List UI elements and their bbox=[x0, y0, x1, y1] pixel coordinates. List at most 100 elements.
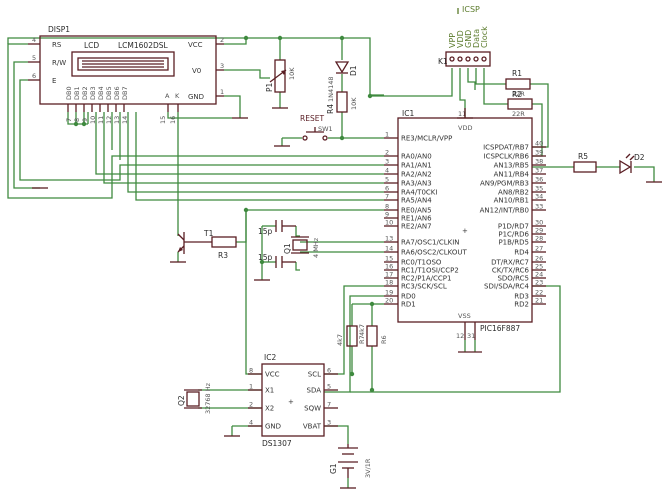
pin-number: 30 bbox=[535, 219, 543, 227]
pin-number: 3 bbox=[327, 419, 331, 427]
r2-value: 22R bbox=[512, 110, 525, 118]
svg-text:DB2: DB2 bbox=[81, 86, 89, 100]
r1-label: R1 bbox=[512, 69, 522, 78]
p1-value: 10K bbox=[288, 67, 296, 80]
svg-text:7: 7 bbox=[65, 118, 73, 122]
svg-text:DB5: DB5 bbox=[105, 86, 113, 100]
diode-d1: D1 1N4148 bbox=[327, 61, 358, 102]
pin-number: 28 bbox=[535, 235, 543, 243]
display-lcd1602: DISP1 LCD LCM1602DSL RS R/W E 4 5 6 VCC … bbox=[28, 25, 224, 124]
q2-label: Q2 bbox=[177, 395, 186, 406]
capacitor-c2: 15p bbox=[258, 253, 296, 268]
pin-name: RD3 bbox=[514, 293, 529, 301]
disp1-pin-num-1: 1 bbox=[220, 88, 224, 96]
pin-name: ICSPCLK/RB6 bbox=[484, 153, 530, 161]
pin-number: 34 bbox=[535, 193, 543, 201]
pin-number: 35 bbox=[535, 185, 543, 193]
pin-name: RA3/AN3 bbox=[401, 180, 432, 188]
pin-name: AN13/RB5 bbox=[494, 162, 529, 170]
ic1-origin-mark: + bbox=[462, 227, 468, 235]
disp1-pin-num-4: 4 bbox=[32, 36, 36, 44]
pin-number: 22 bbox=[535, 289, 543, 297]
pin-number: 24 bbox=[535, 271, 543, 279]
r3-label: R3 bbox=[218, 251, 228, 260]
pin-number: 25 bbox=[535, 263, 543, 271]
pin-name: RC3/SCK/SCL bbox=[401, 283, 447, 291]
pin-name: SDI/SDA/RC4 bbox=[484, 283, 530, 291]
pin-name: CK/TX/RC6 bbox=[492, 267, 530, 275]
pin-name: P1C/RD6 bbox=[498, 231, 529, 239]
pin-name: SDA bbox=[307, 387, 322, 395]
svg-text:A: A bbox=[165, 92, 170, 100]
resistor-r5: R5 bbox=[573, 152, 597, 173]
pin-name: X2 bbox=[265, 405, 274, 413]
k1-label: K1 bbox=[438, 57, 448, 66]
pin-name: RD4 bbox=[514, 249, 529, 257]
pin-number: 19 bbox=[385, 289, 393, 297]
svg-text:16: 16 bbox=[169, 116, 177, 124]
resistor-r2: R2 22R bbox=[507, 90, 533, 118]
r1-value: 22R bbox=[512, 90, 525, 98]
pin-name: SQW bbox=[304, 405, 321, 413]
svg-text:DB4: DB4 bbox=[97, 86, 105, 100]
wires bbox=[7, 37, 655, 488]
disp1-bottom-pin-numbers: 7 8 9 10 11 12 13 14 15 16 bbox=[65, 116, 177, 124]
disp1-pin-vcc: VCC bbox=[188, 41, 203, 49]
d2-label: D2 bbox=[634, 153, 645, 162]
potentiometer-p1: P1 10K bbox=[265, 59, 296, 93]
pin-number: 4 bbox=[385, 167, 389, 175]
pin-number: 20 bbox=[385, 297, 393, 305]
pin-name: RE2/AN7 bbox=[401, 223, 432, 231]
disp1-pin-num-5: 5 bbox=[32, 54, 36, 62]
pin-number: 15 bbox=[385, 255, 393, 263]
resistor-r3: R3 bbox=[184, 236, 237, 260]
disp1-pin-num-2: 2 bbox=[220, 36, 224, 44]
disp1-part: LCM1602DSL bbox=[118, 41, 169, 50]
pin-number: 9 bbox=[385, 211, 389, 219]
r5-label: R5 bbox=[578, 152, 588, 161]
ic1-vdd-pin: 11 bbox=[458, 110, 466, 118]
pin-number: 2 bbox=[385, 149, 389, 157]
battery-g1: G1 3V/1R bbox=[329, 444, 372, 478]
pin-name: AN8/RB2 bbox=[498, 189, 529, 197]
lcd-segment-lines bbox=[82, 60, 164, 68]
ic1-vss-pin-a: 12 bbox=[456, 332, 464, 340]
ic2-ref: IC2 bbox=[264, 353, 276, 362]
pin-number: 3 bbox=[385, 158, 389, 166]
pin-number: 8 bbox=[249, 367, 253, 375]
svg-text:9: 9 bbox=[81, 118, 89, 122]
q1-label: Q1 bbox=[283, 243, 292, 254]
d1-value: 1N4148 bbox=[327, 76, 335, 102]
r7-value: 4k7 bbox=[336, 334, 344, 346]
pin-number: 5 bbox=[327, 383, 331, 391]
pin-name: RA4/T0CKI bbox=[401, 189, 437, 197]
svg-text:DB1: DB1 bbox=[73, 86, 81, 100]
pin-number: 16 bbox=[385, 263, 393, 271]
pin-number: 7 bbox=[327, 401, 331, 409]
reset-switch-sw1: RESET SW1 bbox=[300, 114, 333, 141]
pin-name: VBAT bbox=[303, 423, 322, 431]
r4-value: 10K bbox=[350, 97, 358, 110]
r7-label: R7 bbox=[358, 335, 366, 344]
c2-value: 15p bbox=[258, 253, 273, 262]
reset-label: RESET bbox=[300, 114, 324, 123]
pin-name: P1D/RD7 bbox=[498, 223, 529, 231]
disp1-pin-num-6: 6 bbox=[32, 72, 36, 80]
